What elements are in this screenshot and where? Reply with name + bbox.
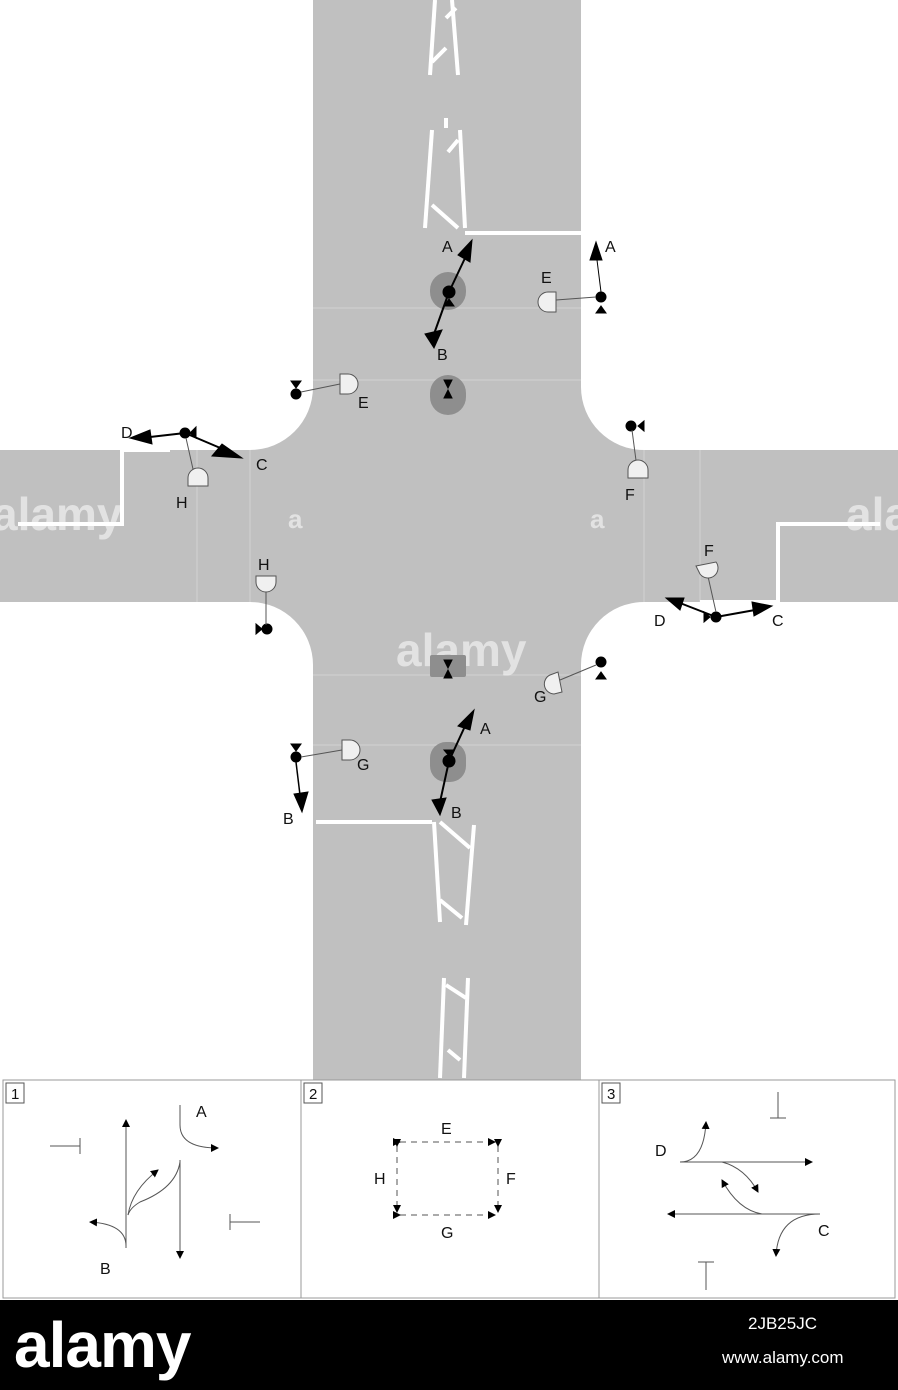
arrow-d-left <box>128 429 153 445</box>
label-h-left-top: H <box>176 495 188 512</box>
label-a-right: A <box>605 239 616 256</box>
panel-1-label-b: B <box>100 1261 111 1278</box>
image-id: 2JB25JC <box>748 1314 817 1333</box>
label-b-left: B <box>283 811 294 828</box>
alamy-logo: alamy <box>14 1309 191 1381</box>
panel-2-label-f: F <box>506 1171 516 1188</box>
arrow-b-south <box>431 797 447 817</box>
svg-text:alamy: alamy <box>0 488 123 540</box>
label-e-north-right: E <box>541 270 552 287</box>
arrow-a-north <box>457 238 473 263</box>
label-c-left: C <box>256 457 268 474</box>
panel-3-label-d: D <box>655 1143 667 1160</box>
panel-2-number: 2 <box>309 1086 317 1103</box>
svg-text:a: a <box>590 504 605 534</box>
svg-text:alamy: alamy <box>846 488 898 540</box>
watermarks: alamy alamy alamy a a <box>0 488 898 676</box>
panel-2-label-g: G <box>441 1225 453 1242</box>
panel-2-label-e: E <box>441 1121 452 1138</box>
signal-poles <box>128 238 774 817</box>
label-d-left: D <box>121 425 133 442</box>
label-c-right: C <box>772 613 784 630</box>
panel-3-number: 3 <box>607 1086 615 1103</box>
arrow-b-north <box>424 329 443 350</box>
site-url: www.alamy.com <box>722 1348 844 1367</box>
legend-panels: 1 2 3 <box>2 1079 896 1299</box>
arrow-a-right <box>589 240 603 261</box>
label-e-left: E <box>358 395 369 412</box>
label-f-right-bottom: F <box>704 543 714 560</box>
intersection-labels: A B E A E D C H H F F D C G A B G B <box>121 239 784 828</box>
arrow-a-south <box>457 708 475 731</box>
label-g-left: G <box>357 757 369 774</box>
label-g-right: G <box>534 689 546 706</box>
lane-markings <box>18 0 880 1079</box>
label-h-left-bottom: H <box>258 557 270 574</box>
arrow-b-left <box>293 791 309 814</box>
arrow-c-left <box>210 443 244 459</box>
pedestrian-signals <box>185 291 719 761</box>
panel-2-diagram: E F G H <box>374 1121 516 1242</box>
panel-2-label-h: H <box>374 1171 386 1188</box>
panel-1-diagram: A B <box>50 1104 260 1278</box>
label-f-right-top: F <box>625 487 635 504</box>
label-d-right: D <box>654 613 666 630</box>
arrow-c-right <box>751 601 774 617</box>
label-b-south: B <box>451 805 462 822</box>
label-a-north: A <box>442 239 453 256</box>
watermark-footer: alamy 2JB25JC www.alamy.com <box>0 1300 898 1390</box>
panel-1-label-a: A <box>196 1104 207 1121</box>
svg-text:a: a <box>288 504 303 534</box>
label-b-north: B <box>437 347 448 364</box>
arrow-d-right <box>664 597 685 611</box>
panel-3-diagram: D C <box>655 1092 830 1290</box>
panel-3-label-c: C <box>818 1223 830 1240</box>
road-surface <box>0 0 898 1082</box>
panel-1-number: 1 <box>11 1086 19 1103</box>
label-a-south: A <box>480 721 491 738</box>
